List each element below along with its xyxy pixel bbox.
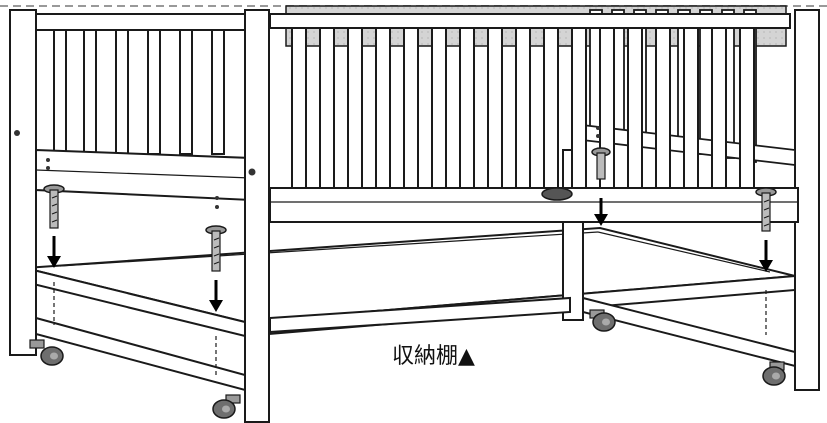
- caster-2: [212, 394, 241, 419]
- rail-slot: [541, 187, 573, 201]
- down-arrow-icon: [209, 280, 223, 312]
- bolt-4: [755, 187, 777, 232]
- bolt-3: [591, 147, 611, 180]
- down-arrow-icon: [47, 236, 61, 268]
- caster-3: [589, 309, 616, 332]
- down-arrow-icon: [759, 240, 773, 272]
- frame-screw-holes: [14, 126, 600, 209]
- bolt-2: [205, 225, 227, 272]
- caster-4: [762, 361, 786, 386]
- caster-1: [29, 339, 64, 366]
- bolt-1: [43, 184, 65, 229]
- guide-lines: [53, 282, 767, 378]
- down-arrow-icon: [594, 198, 608, 226]
- storage-shelf-label: 収納棚▲: [392, 344, 475, 369]
- left-end-frame: [9, 9, 270, 423]
